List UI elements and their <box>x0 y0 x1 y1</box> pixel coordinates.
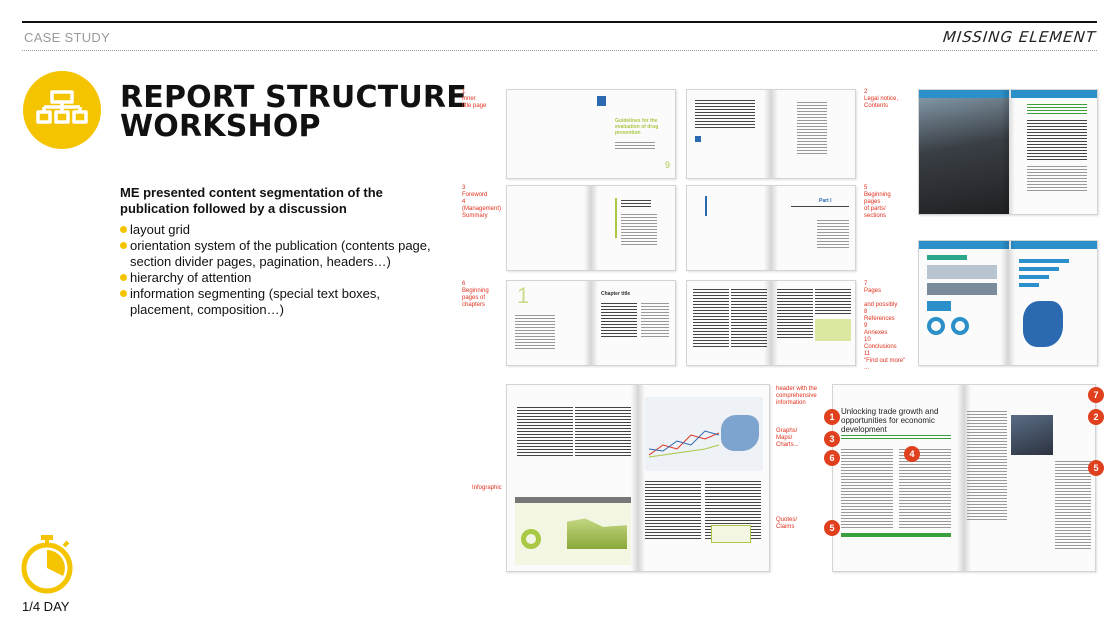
number-badge: 2 <box>1088 409 1104 425</box>
number-badge: 5 <box>824 520 840 536</box>
bullet-dot-icon <box>120 290 127 297</box>
annotation-pages: 7 Pages and possibly 8 References 9 Anne… <box>864 281 906 371</box>
number-badge: 5 <box>1088 460 1104 476</box>
europe-map-image <box>721 415 759 451</box>
bullet-item: orientation system of the publication (c… <box>120 238 440 270</box>
spread-body-pages <box>686 280 856 366</box>
title-line-1: REPORT STRUCTURE <box>120 80 467 115</box>
spread-infographic <box>918 240 1098 366</box>
spread-inner-title: Guidelines for the evaluation of drug pr… <box>506 89 676 179</box>
title-page-heading: Guidelines for the evaluation of drug pr… <box>615 118 659 136</box>
spread-part-opener: Part I <box>686 185 856 271</box>
annotation-foreword: 3 Foreword 4 (Management) Summary <box>462 185 502 219</box>
section-label: CASE STUDY <box>24 30 111 45</box>
institution-logo-icon <box>695 136 701 142</box>
spread-article: Unlocking trade growth and opportunities… <box>832 384 1096 572</box>
title-line-2: WORKSHOP <box>120 109 321 144</box>
annotation-legal: 2 Legal notice, Contents <box>864 89 899 109</box>
title-page-number: 9 <box>665 160 671 170</box>
bullet-list: layout grid orientation system of the pu… <box>120 222 440 318</box>
page-title: REPORT STRUCTURE WORKSHOP <box>120 80 467 144</box>
top-rule <box>22 21 1097 23</box>
highlight-box <box>815 319 851 341</box>
spread-photo <box>918 89 1098 215</box>
annotation-chapters: 6 Beginning pages of chapters <box>462 281 489 308</box>
number-badge: 4 <box>904 446 920 462</box>
bullet-dot-icon <box>120 274 127 281</box>
chapter-number: 1 <box>517 283 530 308</box>
bullet-item: layout grid <box>120 222 440 238</box>
institution-logo-icon <box>597 96 606 106</box>
number-badge: 6 <box>824 450 840 466</box>
bullet-item: hierarchy of attention <box>120 270 440 286</box>
article-photo <box>1011 415 1053 455</box>
annotation-quotes: Quotes/ Claims <box>776 517 798 530</box>
quote-box <box>711 525 751 543</box>
bullet-dot-icon <box>120 242 127 249</box>
spread-graphs <box>506 384 770 572</box>
spread-legal-contents <box>686 89 856 179</box>
article-heading: Unlocking trade growth and opportunities… <box>841 407 939 434</box>
annotation-parts: 5 Beginning pages of parts/ sections <box>864 185 891 219</box>
map-image <box>1023 301 1063 347</box>
brand-logo: MISSING ELEMENT <box>942 28 1097 46</box>
bullet-dot-icon <box>120 226 127 233</box>
annotation-infographic: Infographic <box>472 485 502 491</box>
part-heading: Part I <box>819 198 832 204</box>
dotted-divider <box>22 50 1097 51</box>
spread-chapter-opener: 1 Chapter title <box>506 280 676 366</box>
photo-image <box>919 90 1009 214</box>
annotation-header: header with the comprehensive informatio… <box>776 386 818 406</box>
description: ME presented content segmentation of the… <box>120 185 383 216</box>
duration-label: 1/4 DAY <box>22 599 70 614</box>
annotation-graphs: Graphs/ Maps/ Charts... <box>776 428 799 448</box>
spread-foreword <box>506 185 676 271</box>
bullet-item: information segmenting (special text box… <box>120 286 440 318</box>
annotation-inner-title: 1 Inner title page <box>462 89 487 109</box>
number-badge: 1 <box>824 409 840 425</box>
chapter-title: Chapter title <box>601 291 631 297</box>
hierarchy-icon <box>23 71 101 149</box>
stopwatch-icon <box>21 535 73 594</box>
number-badge: 7 <box>1088 387 1104 403</box>
number-badge: 3 <box>824 431 840 447</box>
line-chart-image <box>649 430 719 458</box>
